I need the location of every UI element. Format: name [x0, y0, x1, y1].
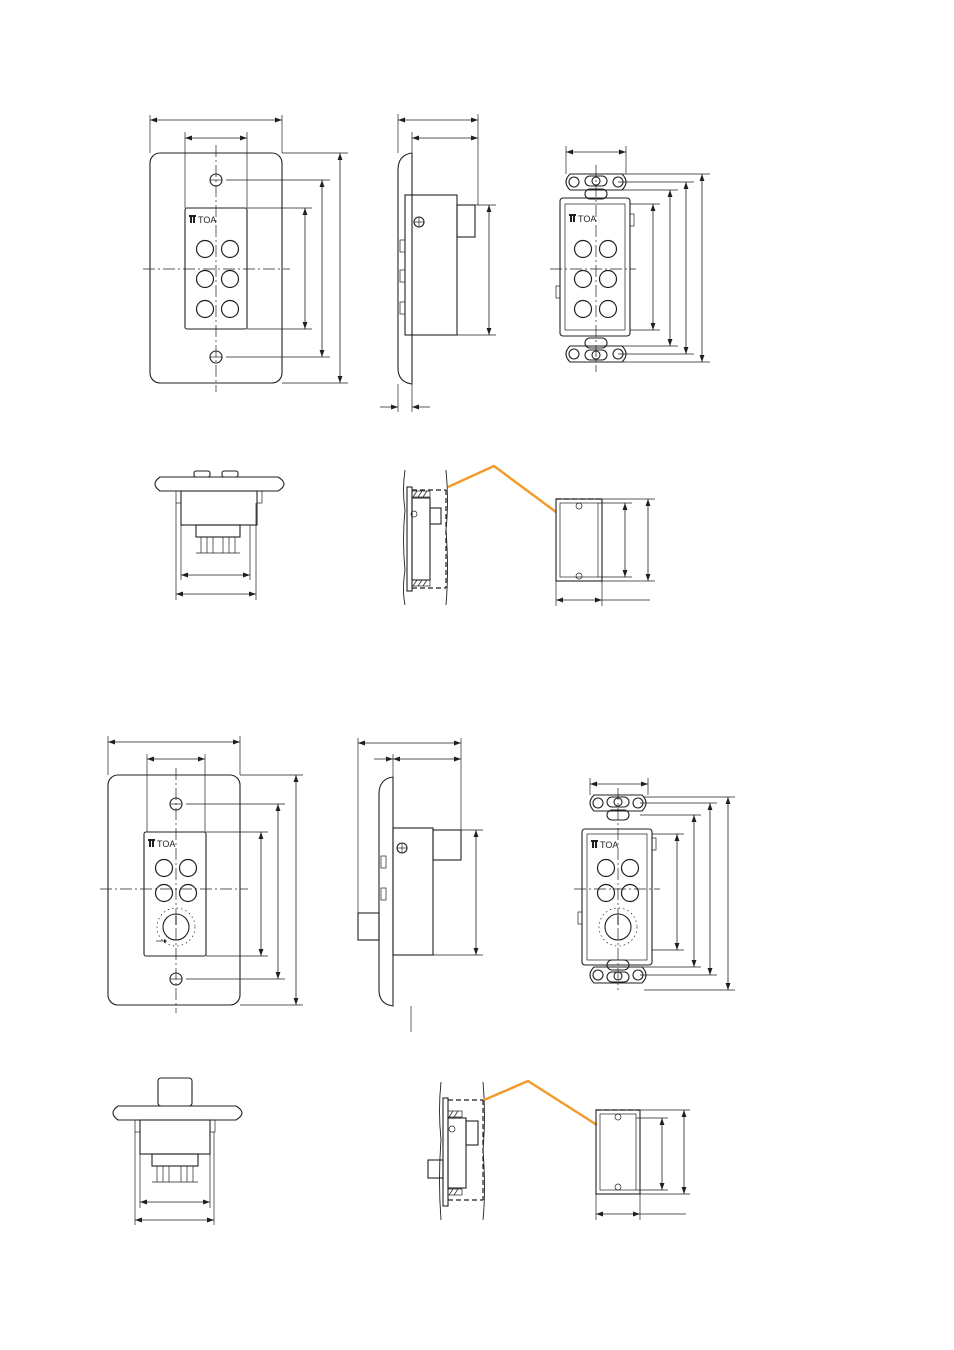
button-icon	[222, 241, 239, 258]
button-icon	[156, 885, 173, 902]
button-icon	[600, 271, 617, 288]
button-icon	[598, 885, 615, 902]
button-icon	[180, 885, 197, 902]
button-icon	[197, 241, 214, 258]
leader-line	[484, 1081, 597, 1125]
screw-icon	[449, 1126, 455, 1132]
panel-a-group: TOA	[143, 114, 710, 606]
panel-b-wall-section	[428, 1081, 597, 1220]
button-icon	[575, 241, 592, 258]
button-icon	[622, 885, 639, 902]
screw-icon	[615, 1184, 621, 1190]
button-icon	[575, 271, 592, 288]
panel-b-front-view: TOA	[100, 736, 303, 1013]
panel-a-logo-text: TOA	[198, 215, 216, 225]
panel-a-side-view	[380, 114, 496, 412]
screw-icon	[576, 503, 582, 509]
panel-a-back-view: TOA	[550, 146, 710, 372]
panel-b-top-view	[113, 1078, 242, 1225]
volume-knob-icon	[156, 908, 195, 946]
panel-a-top-view	[155, 471, 284, 600]
button-icon	[575, 301, 592, 318]
panel-a-back-logo-text: TOA	[578, 214, 596, 224]
panel-b-group: TOA	[100, 736, 735, 1225]
button-icon	[600, 301, 617, 318]
button-icon	[222, 271, 239, 288]
button-icon	[598, 860, 615, 877]
button-icon	[600, 241, 617, 258]
panel-b-back-view: TOA	[574, 778, 735, 990]
button-icon	[222, 301, 239, 318]
panel-a-wall-box	[556, 499, 655, 606]
toa-logo-icon	[189, 215, 196, 223]
button-icon	[156, 860, 173, 877]
panel-b-back-logo-text: TOA	[600, 840, 618, 850]
panel-b-side-view	[358, 738, 483, 1032]
button-icon	[622, 860, 639, 877]
panel-b-logo-text: TOA	[157, 839, 175, 849]
panel-b-wall-box	[596, 1110, 690, 1220]
screw-icon	[576, 573, 582, 579]
button-icon	[197, 271, 214, 288]
leader-line	[448, 466, 556, 512]
panel-a-wall-section	[404, 466, 557, 605]
panel-a-front-view: TOA	[143, 115, 348, 392]
screw-icon	[615, 1114, 621, 1120]
button-icon	[180, 860, 197, 877]
button-icon	[197, 301, 214, 318]
